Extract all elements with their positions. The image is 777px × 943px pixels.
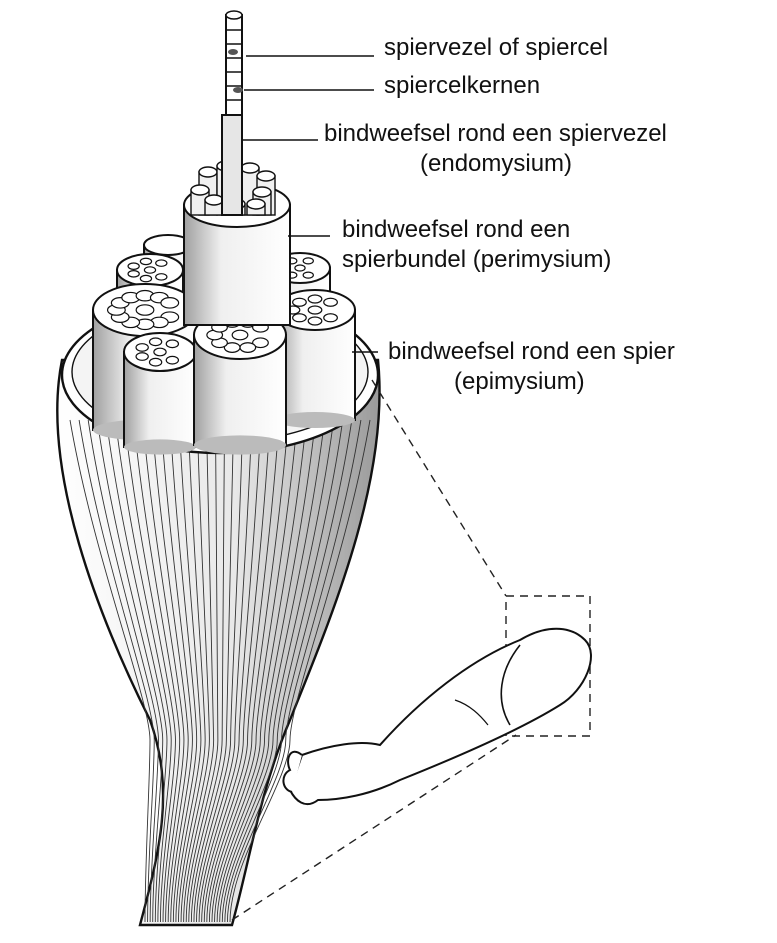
fiber-section <box>148 337 163 347</box>
fiber-section <box>127 270 140 278</box>
fiber-section <box>135 343 149 352</box>
leader-lines <box>242 55 378 353</box>
muscle-striation <box>87 419 159 923</box>
fiber-section <box>307 316 323 326</box>
fiber-nucleus <box>228 49 238 55</box>
fiber-section <box>307 294 323 304</box>
fiber-section <box>135 352 149 361</box>
fiber-section <box>252 337 269 349</box>
muscle-striation <box>190 419 235 923</box>
fiber-section <box>294 264 306 272</box>
fiber-section <box>127 262 140 270</box>
fascicle <box>123 332 197 455</box>
fascicle <box>193 310 287 455</box>
muscle-striation <box>105 419 168 923</box>
arm-illustration <box>282 627 592 806</box>
fiber-section <box>307 305 323 315</box>
fiber-section <box>231 329 249 341</box>
fiber-section <box>153 347 167 357</box>
muscle-striation <box>78 419 155 923</box>
fascicle-group <box>92 234 356 455</box>
muscle-striation <box>224 419 353 923</box>
muscle-striation <box>178 419 206 923</box>
fiber-section <box>323 313 338 323</box>
fascicle <box>274 289 356 428</box>
muscle-striation <box>96 419 164 923</box>
fiber-section <box>292 297 307 307</box>
muscle-belly <box>56 358 381 927</box>
muscle-striation <box>196 419 253 923</box>
fiber-section <box>165 339 180 349</box>
label-perimysium-2: spierbundel (perimysium) <box>342 246 612 273</box>
fiber-section <box>135 304 155 316</box>
label-fiber: spiervezel of spiercel <box>384 34 609 61</box>
fiber-nucleus <box>233 87 243 93</box>
muscle-striation <box>185 419 219 923</box>
fiber-section <box>139 274 153 283</box>
label-perimysium-1: bindweefsel rond een <box>342 216 571 243</box>
protruding-fiber <box>246 198 266 216</box>
fiber-section <box>143 266 157 274</box>
fiber-section <box>223 342 241 353</box>
fiber-section <box>323 297 338 307</box>
muscle-striation <box>69 419 151 923</box>
fiber-section <box>155 259 168 267</box>
muscle-striation <box>229 419 371 923</box>
muscle-striation <box>203 419 280 923</box>
muscle-striation <box>198 419 262 923</box>
muscle-striation <box>133 419 181 923</box>
muscle-striation <box>142 419 185 923</box>
muscle-striation <box>169 419 198 923</box>
muscle-striation <box>183 419 215 923</box>
muscle-striation <box>226 419 362 923</box>
muscle-striation <box>180 419 210 923</box>
muscle-striation <box>124 419 176 923</box>
label-nuclei: spiercelkernen <box>384 72 541 99</box>
fiber-section <box>302 271 314 279</box>
muscle-striation <box>201 419 271 923</box>
muscle-striation <box>214 419 316 923</box>
fiber-section <box>165 355 180 365</box>
muscle-striation <box>188 419 225 923</box>
muscle-striation <box>206 419 289 923</box>
muscle-fiber <box>221 10 243 216</box>
protruding-fiber <box>204 194 224 216</box>
muscle-striation <box>151 419 189 923</box>
muscle-striation <box>193 419 244 923</box>
label-epimysium-1: bindweefsel rond een spier <box>388 338 675 365</box>
fiber-section <box>302 257 314 265</box>
muscle-striation <box>115 419 172 923</box>
muscle-striation <box>175 419 202 923</box>
fiber-section <box>239 342 257 353</box>
label-endomysium-1: bindweefsel rond een spiervezel <box>324 120 667 147</box>
muscle-striation <box>208 419 298 923</box>
fiber-section <box>139 257 153 266</box>
muscle-striation <box>219 419 335 923</box>
fiber-section <box>155 273 168 281</box>
muscle-striation <box>216 419 325 923</box>
fiber-section <box>148 357 163 367</box>
muscle-striation <box>160 419 193 923</box>
muscle-striation <box>211 419 307 923</box>
muscle-striation <box>221 419 344 923</box>
fiber-section <box>292 313 307 323</box>
label-epimysium-2: (epimysium) <box>454 368 585 395</box>
fiber-section <box>160 297 180 309</box>
label-endomysium-2: (endomysium) <box>420 150 573 177</box>
